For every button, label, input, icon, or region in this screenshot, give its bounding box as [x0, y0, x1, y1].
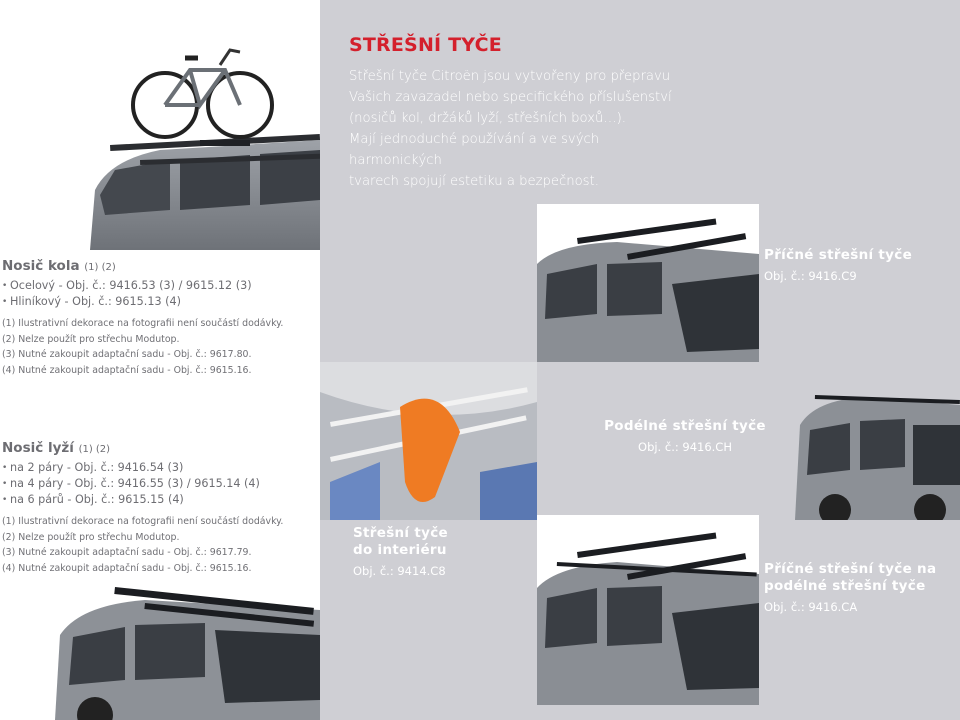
cross-bars-label: Příčné střešní tyče Obj. č.: 9416.C9: [764, 247, 912, 283]
cross-bars-photo: [537, 214, 759, 362]
bike-carrier-title: Nosič kola (1) (2): [2, 258, 116, 274]
cross-bars-title: Příčné střešní tyče: [764, 247, 913, 263]
list-item: Hliníkový - Obj. č.: 9615.13 (4): [2, 294, 302, 310]
interior-bars-photo: [320, 362, 537, 520]
cross-on-long-ref: Obj. č.: 9416.CA: [764, 600, 858, 614]
cross-on-long-title: Příčné střešní tyče na podélné střešní t…: [764, 561, 937, 594]
interior-bars-ref: Obj. č.: 9414.C8: [353, 564, 446, 578]
interior-bars-label: Střešní tyče do interiéru Obj. č.: 9414.…: [353, 525, 448, 578]
bike-carrier-photo: [80, 0, 320, 250]
ski-carrier-list: na 2 páry - Obj. č.: 9416.54 (3) na 4 pá…: [2, 460, 302, 508]
interior-bars-title: Střešní tyče do interiéru: [353, 525, 448, 558]
ski-carrier-photo: [55, 575, 320, 720]
ski-carrier-title: Nosič lyží (1) (2): [2, 440, 111, 456]
list-item: na 2 páry - Obj. č.: 9416.54 (3): [2, 460, 302, 476]
bike-carrier-list: Ocelový - Obj. č.: 9416.53 (3) / 9615.12…: [2, 278, 302, 310]
long-bars-ref: Obj. č.: 9416.CH: [638, 440, 732, 454]
ski-carrier-section: Nosič lyží (1) (2) na 2 páry - Obj. č.: …: [2, 440, 302, 576]
page-title: STŘEŠNÍ TYČE: [349, 34, 502, 56]
intro-text: Střešní tyče Citroën jsou vytvořeny pro …: [349, 69, 672, 189]
cross-on-long-label: Příčné střešní tyče na podélné střešní t…: [764, 561, 936, 614]
list-item: na 6 párů - Obj. č.: 9615.15 (4): [2, 492, 302, 508]
bike-carrier-notes: (1) Ilustrativní dekorace na fotografii …: [2, 318, 284, 376]
long-bars-label: Podélné střešní tyče Obj. č.: 9416.CH: [600, 418, 770, 454]
ski-carrier-notes: (1) Ilustrativní dekorace na fotografii …: [2, 516, 284, 574]
cross-bars-ref: Obj. č.: 9416.C9: [764, 269, 857, 283]
list-item: na 4 páry - Obj. č.: 9416.55 (3) / 9615.…: [2, 476, 302, 492]
cross-on-long-photo: [537, 528, 759, 705]
list-item: Ocelový - Obj. č.: 9416.53 (3) / 9615.12…: [2, 278, 302, 294]
long-bars-title: Podélné střešní tyče: [604, 418, 766, 434]
long-bars-photo: [795, 385, 960, 520]
bike-carrier-section: Nosič kola (1) (2) Ocelový - Obj. č.: 94…: [2, 258, 302, 378]
